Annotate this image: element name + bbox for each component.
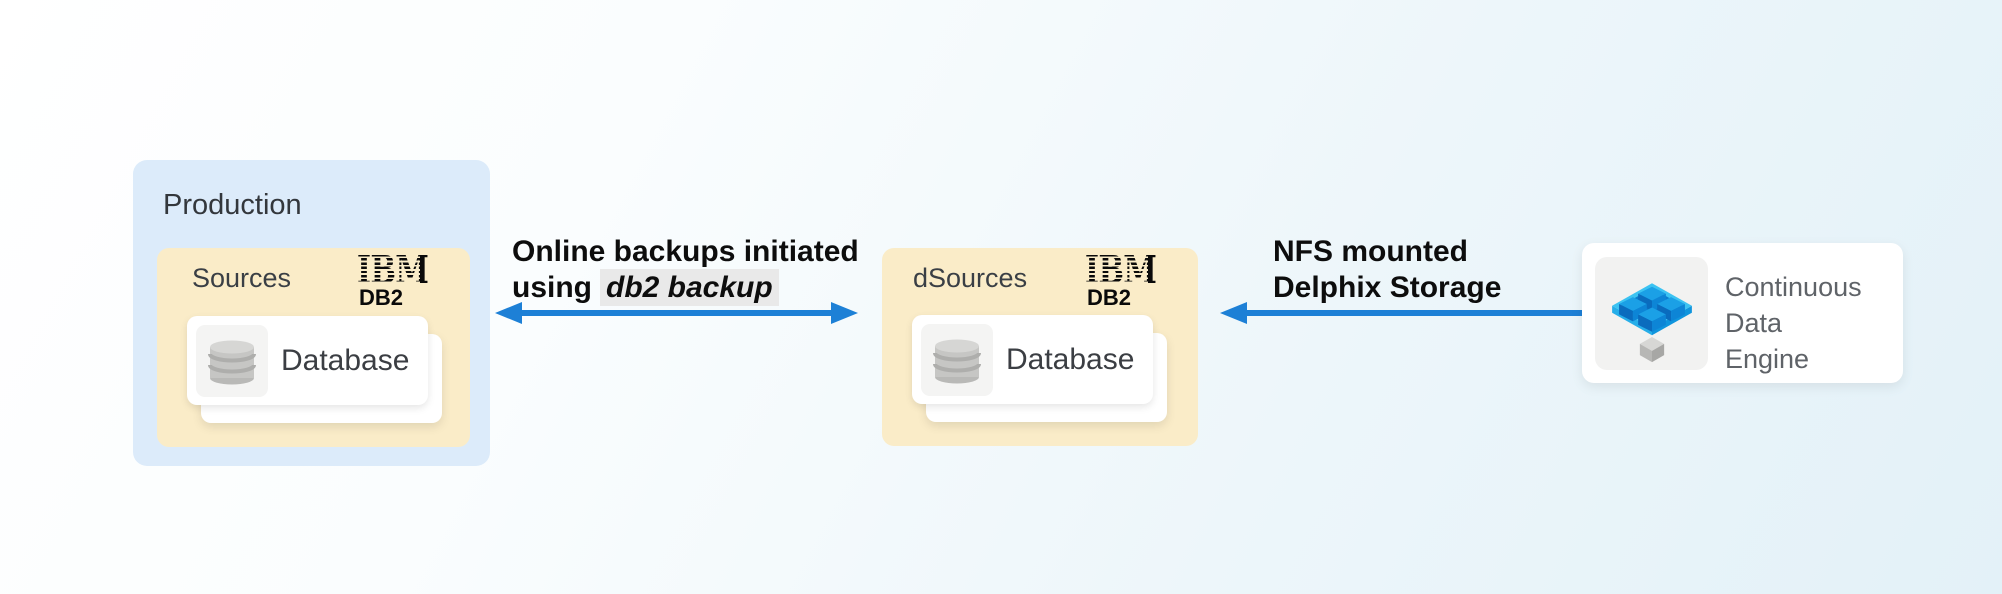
ibm-db2-logo: IBM DB2 — [1070, 251, 1157, 310]
engine-label-line2: Data — [1725, 308, 1783, 338]
nfs-label-line1: NFS mounted — [1273, 235, 1468, 268]
database-cylinder-icon — [933, 339, 981, 383]
backup-label-line1: Online backups initiated — [512, 235, 859, 268]
database-card: Database — [187, 316, 428, 405]
ibm-logo-word: IBM — [1070, 251, 1157, 289]
arrow-shaft — [515, 310, 838, 316]
database-cylinder-icon — [208, 340, 256, 384]
db2-label: DB2 — [1086, 285, 1131, 310]
nfs-label-line2: Delphix Storage — [1273, 271, 1502, 304]
continuous-data-engine-card: Continuous Data Engine — [1582, 243, 1903, 383]
ibm-stripe-overlay — [342, 254, 420, 287]
engine-icon-tile — [1595, 257, 1708, 370]
engine-label: Continuous Data Engine — [1725, 269, 1862, 377]
ibm-stripe-overlay — [1070, 254, 1148, 287]
database-label: Database — [281, 343, 410, 377]
db2-backup-command: db2 backup — [600, 269, 779, 306]
dsources-label: dSources — [913, 263, 1028, 293]
nfs-left-arrow — [1220, 302, 1585, 324]
database-card: Database — [912, 315, 1153, 404]
dsources-box: dSources IBM DB2 Da — [882, 248, 1198, 446]
backup-bidirectional-arrow — [495, 302, 858, 324]
production-container: Production Sources IBM DB2 — [133, 160, 490, 466]
sources-label: Sources — [192, 263, 292, 293]
arrow-shaft — [1240, 310, 1585, 316]
delphix-continuous-data-engine-icon — [1611, 282, 1692, 362]
database-icon-tile — [921, 323, 993, 396]
database-card-stack: Database — [187, 316, 442, 423]
database-card-stack: Database — [912, 315, 1167, 422]
ibm-db2-logo: IBM DB2 — [342, 251, 429, 310]
engine-label-line3: Engine — [1725, 344, 1810, 374]
database-icon-tile — [196, 324, 268, 397]
production-title: Production — [163, 189, 302, 221]
database-label: Database — [1006, 342, 1135, 376]
arrowhead-left-icon — [1220, 302, 1247, 324]
db2-label: DB2 — [358, 285, 403, 310]
backup-label-prefix: using — [512, 271, 592, 304]
arrowhead-right-icon — [831, 302, 858, 324]
engine-label-line1: Continuous — [1725, 272, 1862, 302]
nfs-arrow-label: NFS mounted Delphix Storage — [1273, 234, 1501, 306]
arrowhead-left-icon — [495, 302, 522, 324]
ibm-logo-word: IBM — [342, 251, 429, 289]
sources-box: Sources IBM DB2 — [157, 248, 470, 447]
